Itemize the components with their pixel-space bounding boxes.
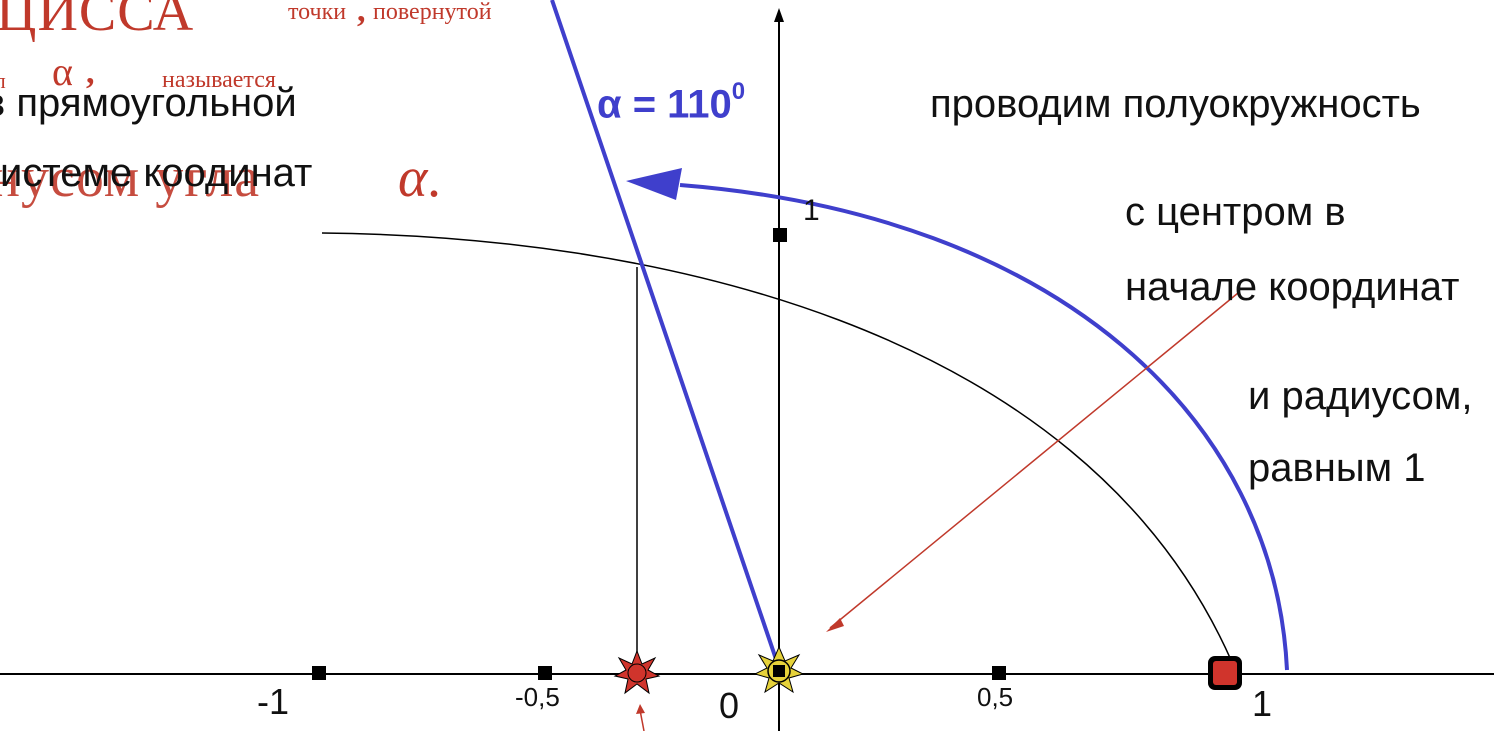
- tick-marker-half: [992, 666, 1006, 680]
- rotation-arrow-icon: [626, 168, 682, 200]
- alpha-symbol-b: α.: [398, 147, 444, 209]
- tick-marker-y-one: [773, 228, 787, 242]
- right-text-line1: проводим полуокружность: [930, 82, 1421, 126]
- left-text-line2: системе коодинат: [0, 151, 313, 195]
- tick-marker-minus-half: [538, 666, 552, 680]
- angle-label-degree: 0: [731, 78, 746, 105]
- rotated-radius: [550, 0, 781, 669]
- abscissa-fragment: ЦИССА: [0, 0, 195, 43]
- unit-semicircle-arc: [321, 232, 1232, 661]
- right-text-line2: с центром в: [1125, 190, 1346, 234]
- center-pointer-arrowhead-icon: [826, 618, 844, 632]
- rotation-arc: [679, 183, 1289, 671]
- alpha-fragment-a: п: [0, 70, 6, 92]
- right-text-line4: и радиусом,: [1248, 374, 1473, 418]
- sun-star-icon: [753, 645, 805, 694]
- angle-label-value: α = 110: [597, 82, 732, 127]
- red-star-icon: [613, 649, 661, 695]
- is-called-fragment: называется: [162, 67, 276, 93]
- tick-label-minus-half: -0,5: [515, 682, 560, 712]
- alpha-comma: ,: [86, 54, 95, 91]
- tick-label-y-one: 1: [803, 194, 820, 227]
- tick-marker-minus-one: [312, 666, 326, 680]
- center-pointer-arrow: [829, 292, 1239, 629]
- alpha-symbol-a: α: [52, 49, 73, 94]
- left-text-line1: в прямоугольной: [0, 81, 297, 125]
- cosine-of-angle-fragment: нусом угла: [0, 147, 261, 209]
- cos-pointer-arrowhead-icon: [636, 704, 645, 714]
- tick-label-one: 1: [1252, 683, 1273, 724]
- right-text-line3: начале координат: [1125, 265, 1460, 309]
- right-text-line5: равным 1: [1248, 446, 1426, 490]
- of-point-fragment: точки: [288, 0, 347, 25]
- comma-fragment: ,: [357, 0, 366, 29]
- tick-label-half: 0,5: [977, 682, 1014, 712]
- tick-label-minus-one: -1: [257, 681, 290, 722]
- angle-label: α = 1100: [597, 80, 745, 127]
- red-square-icon: [1208, 656, 1242, 690]
- y-axis-arrow-icon: [774, 8, 784, 22]
- rotated-fragment: повернутой: [373, 0, 492, 25]
- tick-label-zero: 0: [719, 685, 740, 726]
- cos-pointer-arrow: [639, 709, 645, 731]
